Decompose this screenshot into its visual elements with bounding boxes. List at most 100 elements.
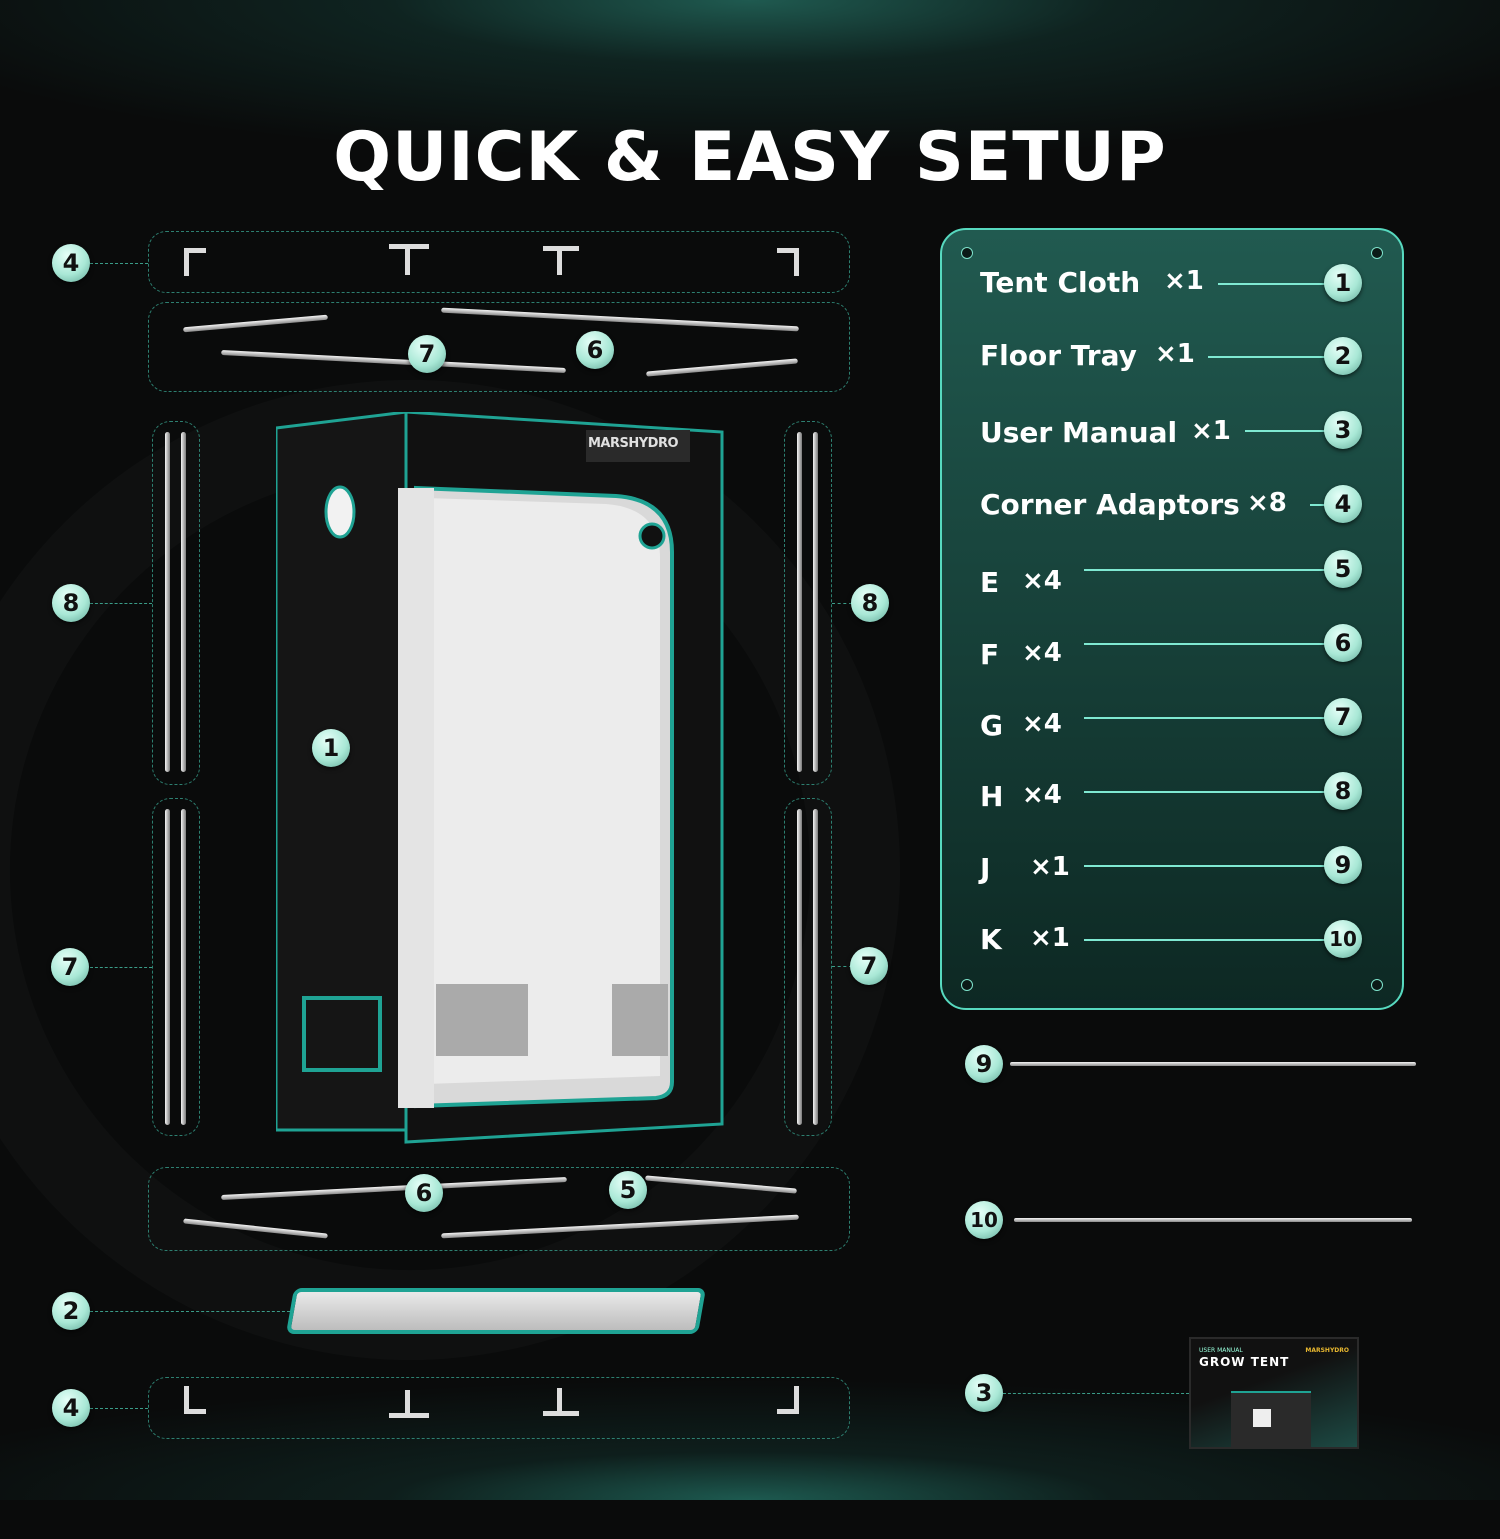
part-qty: ×4: [1022, 709, 1062, 739]
connector-line: [1245, 430, 1328, 432]
rod: [797, 432, 802, 772]
rod: [645, 1175, 797, 1194]
rod: [441, 307, 799, 332]
leader-line: [1003, 1393, 1189, 1394]
part-badge-7: 7: [408, 335, 446, 373]
part-qty: ×1: [1030, 923, 1070, 953]
panel-screw-hole: [961, 979, 973, 991]
part-name: Corner Adaptors: [980, 488, 1240, 521]
part-badge-6: 6: [576, 331, 614, 369]
leader-line: [832, 603, 852, 604]
panel-screw-hole: [1371, 247, 1383, 259]
connector-line: [1084, 717, 1328, 719]
part-badge-9: 9: [965, 1045, 1003, 1083]
rod: [221, 1176, 567, 1201]
bottom-rods-group: [148, 1167, 850, 1251]
rod: [797, 809, 802, 1125]
connector-line: [1084, 569, 1328, 571]
brand-logo: MARSHYDRO: [588, 436, 679, 451]
corner-adaptor: [543, 1388, 579, 1416]
part-badge-7: 7: [850, 947, 888, 985]
page-title: QUICK & EASY SETUP: [333, 118, 1167, 197]
leader-line: [90, 603, 152, 604]
part-qty: ×1: [1164, 266, 1204, 296]
rod: [181, 432, 186, 772]
part-name: J: [980, 852, 991, 885]
part-name: F: [980, 638, 1000, 671]
part-name: E: [980, 566, 1000, 599]
rod: [646, 358, 798, 377]
connector-line: [1084, 939, 1328, 941]
part-qty: ×1: [1191, 416, 1231, 446]
connector-line: [1084, 791, 1328, 793]
user-manual-illustration: USER MANUAL GROW TENT MARSHYDRO: [1189, 1337, 1359, 1449]
part-badge-9: 9: [1324, 846, 1362, 884]
part-badge-3: 3: [965, 1374, 1003, 1412]
rod: [165, 432, 170, 772]
part-badge-10: 10: [1324, 920, 1362, 958]
manual-title: GROW TENT: [1199, 1355, 1290, 1369]
corner-adaptor: [184, 1386, 206, 1414]
left-upright-g-group: [152, 798, 200, 1136]
part-name: H: [980, 780, 1004, 813]
corner-adaptor: [389, 1390, 429, 1418]
part-name: K: [980, 923, 1002, 956]
part-badge-5: 5: [609, 1171, 647, 1209]
part-badge-6: 6: [405, 1174, 443, 1212]
part-badge-4: 4: [1324, 485, 1362, 523]
part-badge-6: 6: [1324, 624, 1362, 662]
manual-brand-logo: MARSHYDRO: [1305, 1347, 1349, 1354]
leader-line: [832, 966, 852, 967]
leader-line: [90, 1311, 290, 1312]
manual-subtitle: USER MANUAL: [1199, 1347, 1243, 1354]
part-badge-8: 8: [851, 584, 889, 622]
part-qty: ×1: [1030, 852, 1070, 882]
leader-line: [90, 967, 152, 968]
rod-j: [1010, 1062, 1416, 1066]
connector-line: [1084, 865, 1328, 867]
floor-tray-illustration: [285, 1288, 707, 1334]
part-qty: ×4: [1022, 566, 1062, 596]
top-corner-adaptors-group: [148, 231, 850, 293]
part-badge-1: 1: [1324, 264, 1362, 302]
left-upright-h-group: [152, 421, 200, 785]
part-badge-4: 4: [52, 1389, 90, 1427]
corner-adaptor: [777, 248, 799, 276]
part-badge-8: 8: [1324, 772, 1362, 810]
connector-line: [1084, 643, 1328, 645]
part-name: G: [980, 709, 1003, 742]
part-badge-4: 4: [52, 244, 90, 282]
corner-adaptor: [543, 246, 579, 275]
part-name: Tent Cloth: [980, 266, 1141, 299]
rod: [183, 1218, 328, 1239]
part-badge-2: 2: [1324, 337, 1362, 375]
rod: [183, 314, 328, 333]
part-name: User Manual: [980, 416, 1178, 449]
rod-k: [1014, 1218, 1412, 1222]
rod: [441, 1214, 799, 1239]
corner-adaptor: [184, 248, 206, 276]
part-badge-3: 3: [1324, 411, 1362, 449]
connector-line: [1208, 356, 1328, 358]
part-qty: ×8: [1247, 488, 1287, 518]
tent-cloth-illustration: MARSHYDRO: [274, 410, 724, 1144]
connector-line: [1218, 283, 1328, 285]
top-rods-group: [148, 302, 850, 392]
panel-screw-hole: [961, 247, 973, 259]
part-badge-7: 7: [51, 948, 89, 986]
part-badge-8: 8: [52, 584, 90, 622]
rod: [813, 809, 818, 1125]
leader-line: [90, 263, 148, 264]
leader-line: [90, 1408, 148, 1409]
part-badge-2: 2: [52, 1292, 90, 1330]
manual-tent-image: [1231, 1391, 1311, 1447]
panel-screw-hole: [1371, 979, 1383, 991]
part-qty: ×1: [1155, 339, 1195, 369]
part-qty: ×4: [1022, 638, 1062, 668]
right-upright-h-group: [784, 421, 832, 785]
connector-line: [1310, 504, 1328, 506]
part-badge-1: 1: [312, 729, 350, 767]
rod: [181, 809, 186, 1125]
right-upright-g-group: [784, 798, 832, 1136]
